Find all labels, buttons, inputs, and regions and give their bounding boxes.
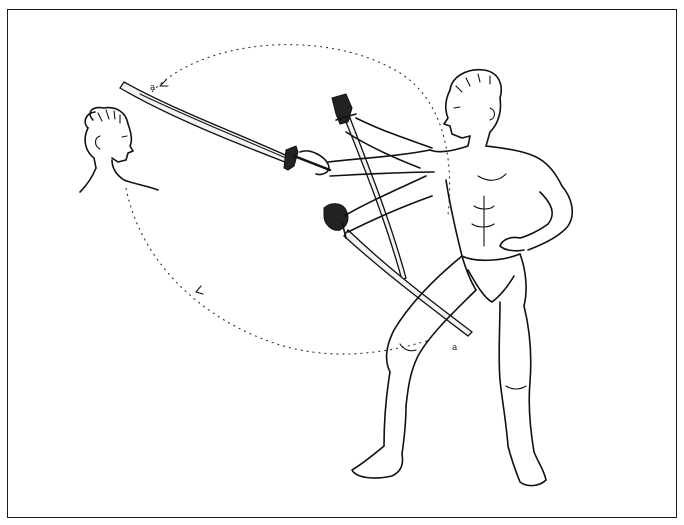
end-marker: a xyxy=(452,343,458,353)
cut-trajectory-upper xyxy=(152,45,450,215)
fencer-figure xyxy=(328,70,572,486)
trajectory-arrow xyxy=(196,286,203,294)
extended-sword xyxy=(120,82,330,175)
opponent-head xyxy=(80,108,158,192)
start-marker: a xyxy=(150,83,156,93)
